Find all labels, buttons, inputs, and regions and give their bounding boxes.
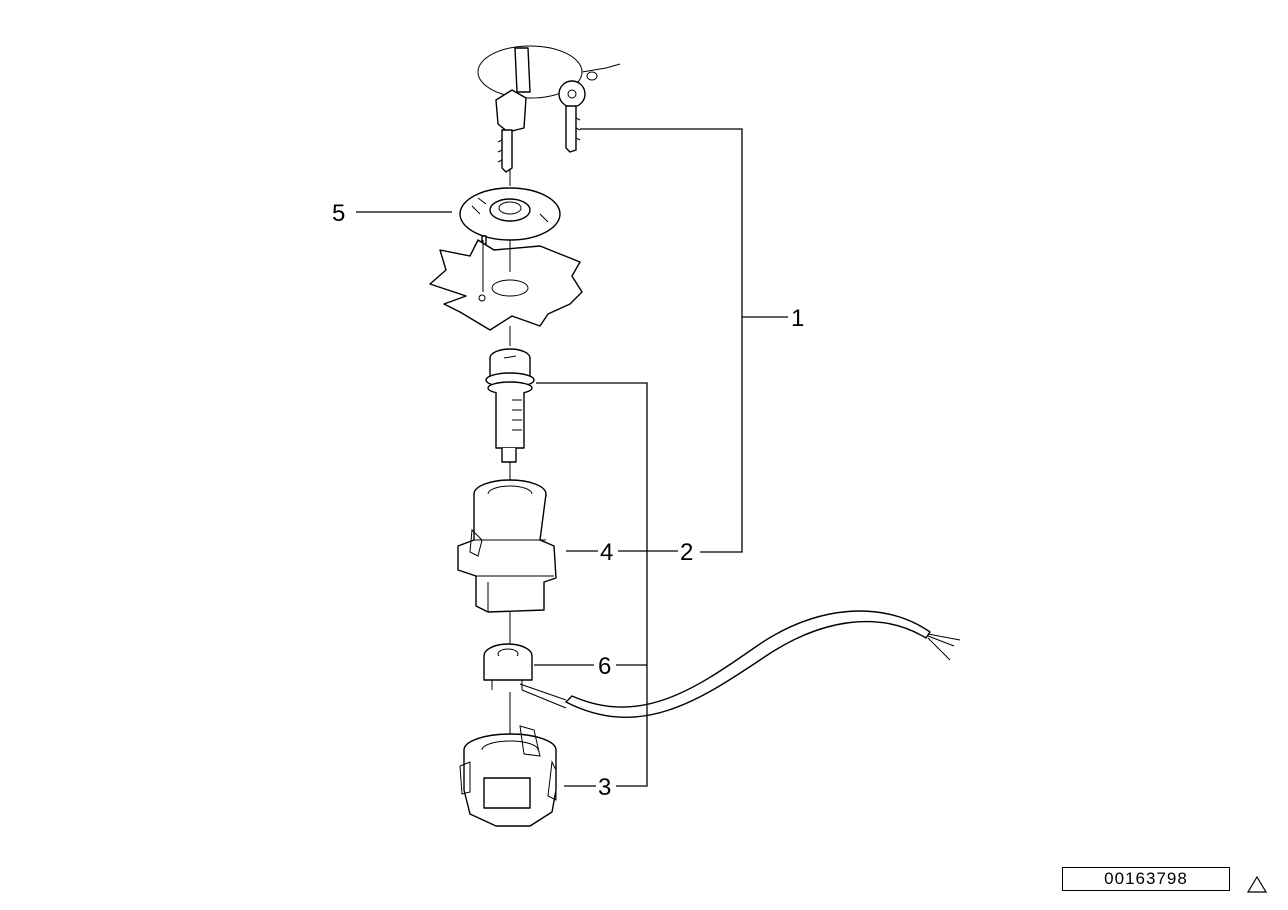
ignition-bezel	[459, 187, 561, 245]
callout-5: 5	[332, 200, 345, 227]
callout-1: 1	[791, 305, 804, 332]
callout-3: 3	[598, 774, 611, 801]
callout-labels: 1 2 3 4 5 6	[332, 200, 804, 801]
callout-4: 4	[600, 539, 613, 566]
body-panel	[429, 239, 583, 331]
wiring-cable	[519, 610, 961, 718]
cover-sleeve	[459, 725, 557, 827]
triangle-outline-icon	[1246, 875, 1268, 893]
assembly-axis	[482, 170, 511, 734]
reference-number: 00163798	[1062, 867, 1230, 891]
ignition-switch	[483, 643, 533, 690]
lock-housing	[457, 479, 557, 613]
callout-2: 2	[680, 539, 693, 566]
lock-cylinder	[485, 348, 535, 463]
callout-6: 6	[598, 653, 611, 680]
leader-lines	[356, 128, 788, 787]
key-ring-assembly	[477, 45, 621, 173]
